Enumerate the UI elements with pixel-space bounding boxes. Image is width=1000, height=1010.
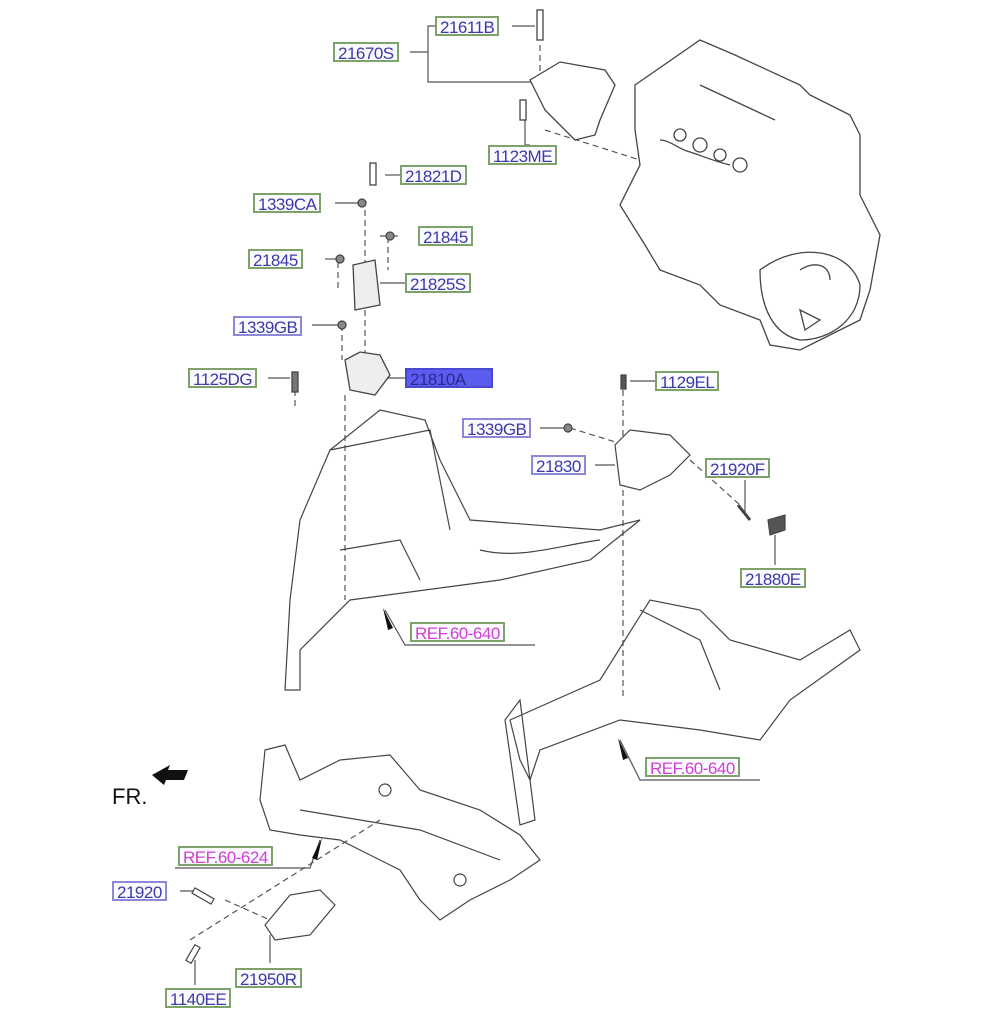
front-direction-arrow-icon — [152, 765, 188, 785]
part-label-1129EL[interactable]: 1129EL — [655, 371, 720, 392]
part-label-21920[interactable]: 21920 — [112, 881, 167, 902]
reference-label-60-624[interactable]: REF.60-624 — [178, 846, 273, 867]
engine-mount-assembly — [291, 162, 395, 396]
part-label-1125DG[interactable]: 1125DG — [188, 368, 258, 389]
transaxle-mount-21830 — [563, 374, 786, 536]
part-label-1339GB-upper[interactable]: 1339GB — [233, 316, 303, 337]
part-label-1123ME[interactable]: 1123ME — [488, 145, 558, 166]
part-label-21670S[interactable]: 21670S — [333, 42, 399, 63]
part-label-21611B[interactable]: 21611B — [435, 16, 500, 37]
part-label-21950R[interactable]: 21950R — [235, 968, 302, 989]
part-label-21845-right[interactable]: 21845 — [418, 226, 473, 247]
part-label-21825S[interactable]: 21825S — [405, 273, 471, 294]
roll-rod-21950R — [185, 887, 336, 965]
part-label-21845-left[interactable]: 21845 — [248, 249, 303, 270]
part-label-21830[interactable]: 21830 — [531, 455, 586, 476]
leader-lines — [175, 25, 776, 985]
reference-label-60-640-left[interactable]: REF.60-640 — [410, 622, 505, 643]
engine-bracket-21670S — [519, 9, 616, 141]
part-label-21920F[interactable]: 21920F — [705, 458, 770, 479]
part-label-1140EE[interactable]: 1140EE — [165, 988, 232, 1009]
front-body-frame-left — [284, 409, 641, 691]
part-label-21810A-selected[interactable]: 21810A — [405, 368, 493, 389]
engine-illustration — [619, 39, 881, 351]
front-direction-label: FR. — [112, 784, 148, 809]
front-subframe — [259, 744, 541, 921]
front-body-frame-right — [504, 599, 861, 826]
part-label-1339CA[interactable]: 1339CA — [253, 193, 322, 214]
part-label-21821D[interactable]: 21821D — [400, 165, 467, 186]
part-label-1339GB-lower[interactable]: 1339GB — [462, 418, 532, 439]
reference-arrows — [312, 608, 628, 860]
part-label-21880E[interactable]: 21880E — [740, 568, 806, 589]
reference-label-60-640-right[interactable]: REF.60-640 — [645, 757, 740, 778]
